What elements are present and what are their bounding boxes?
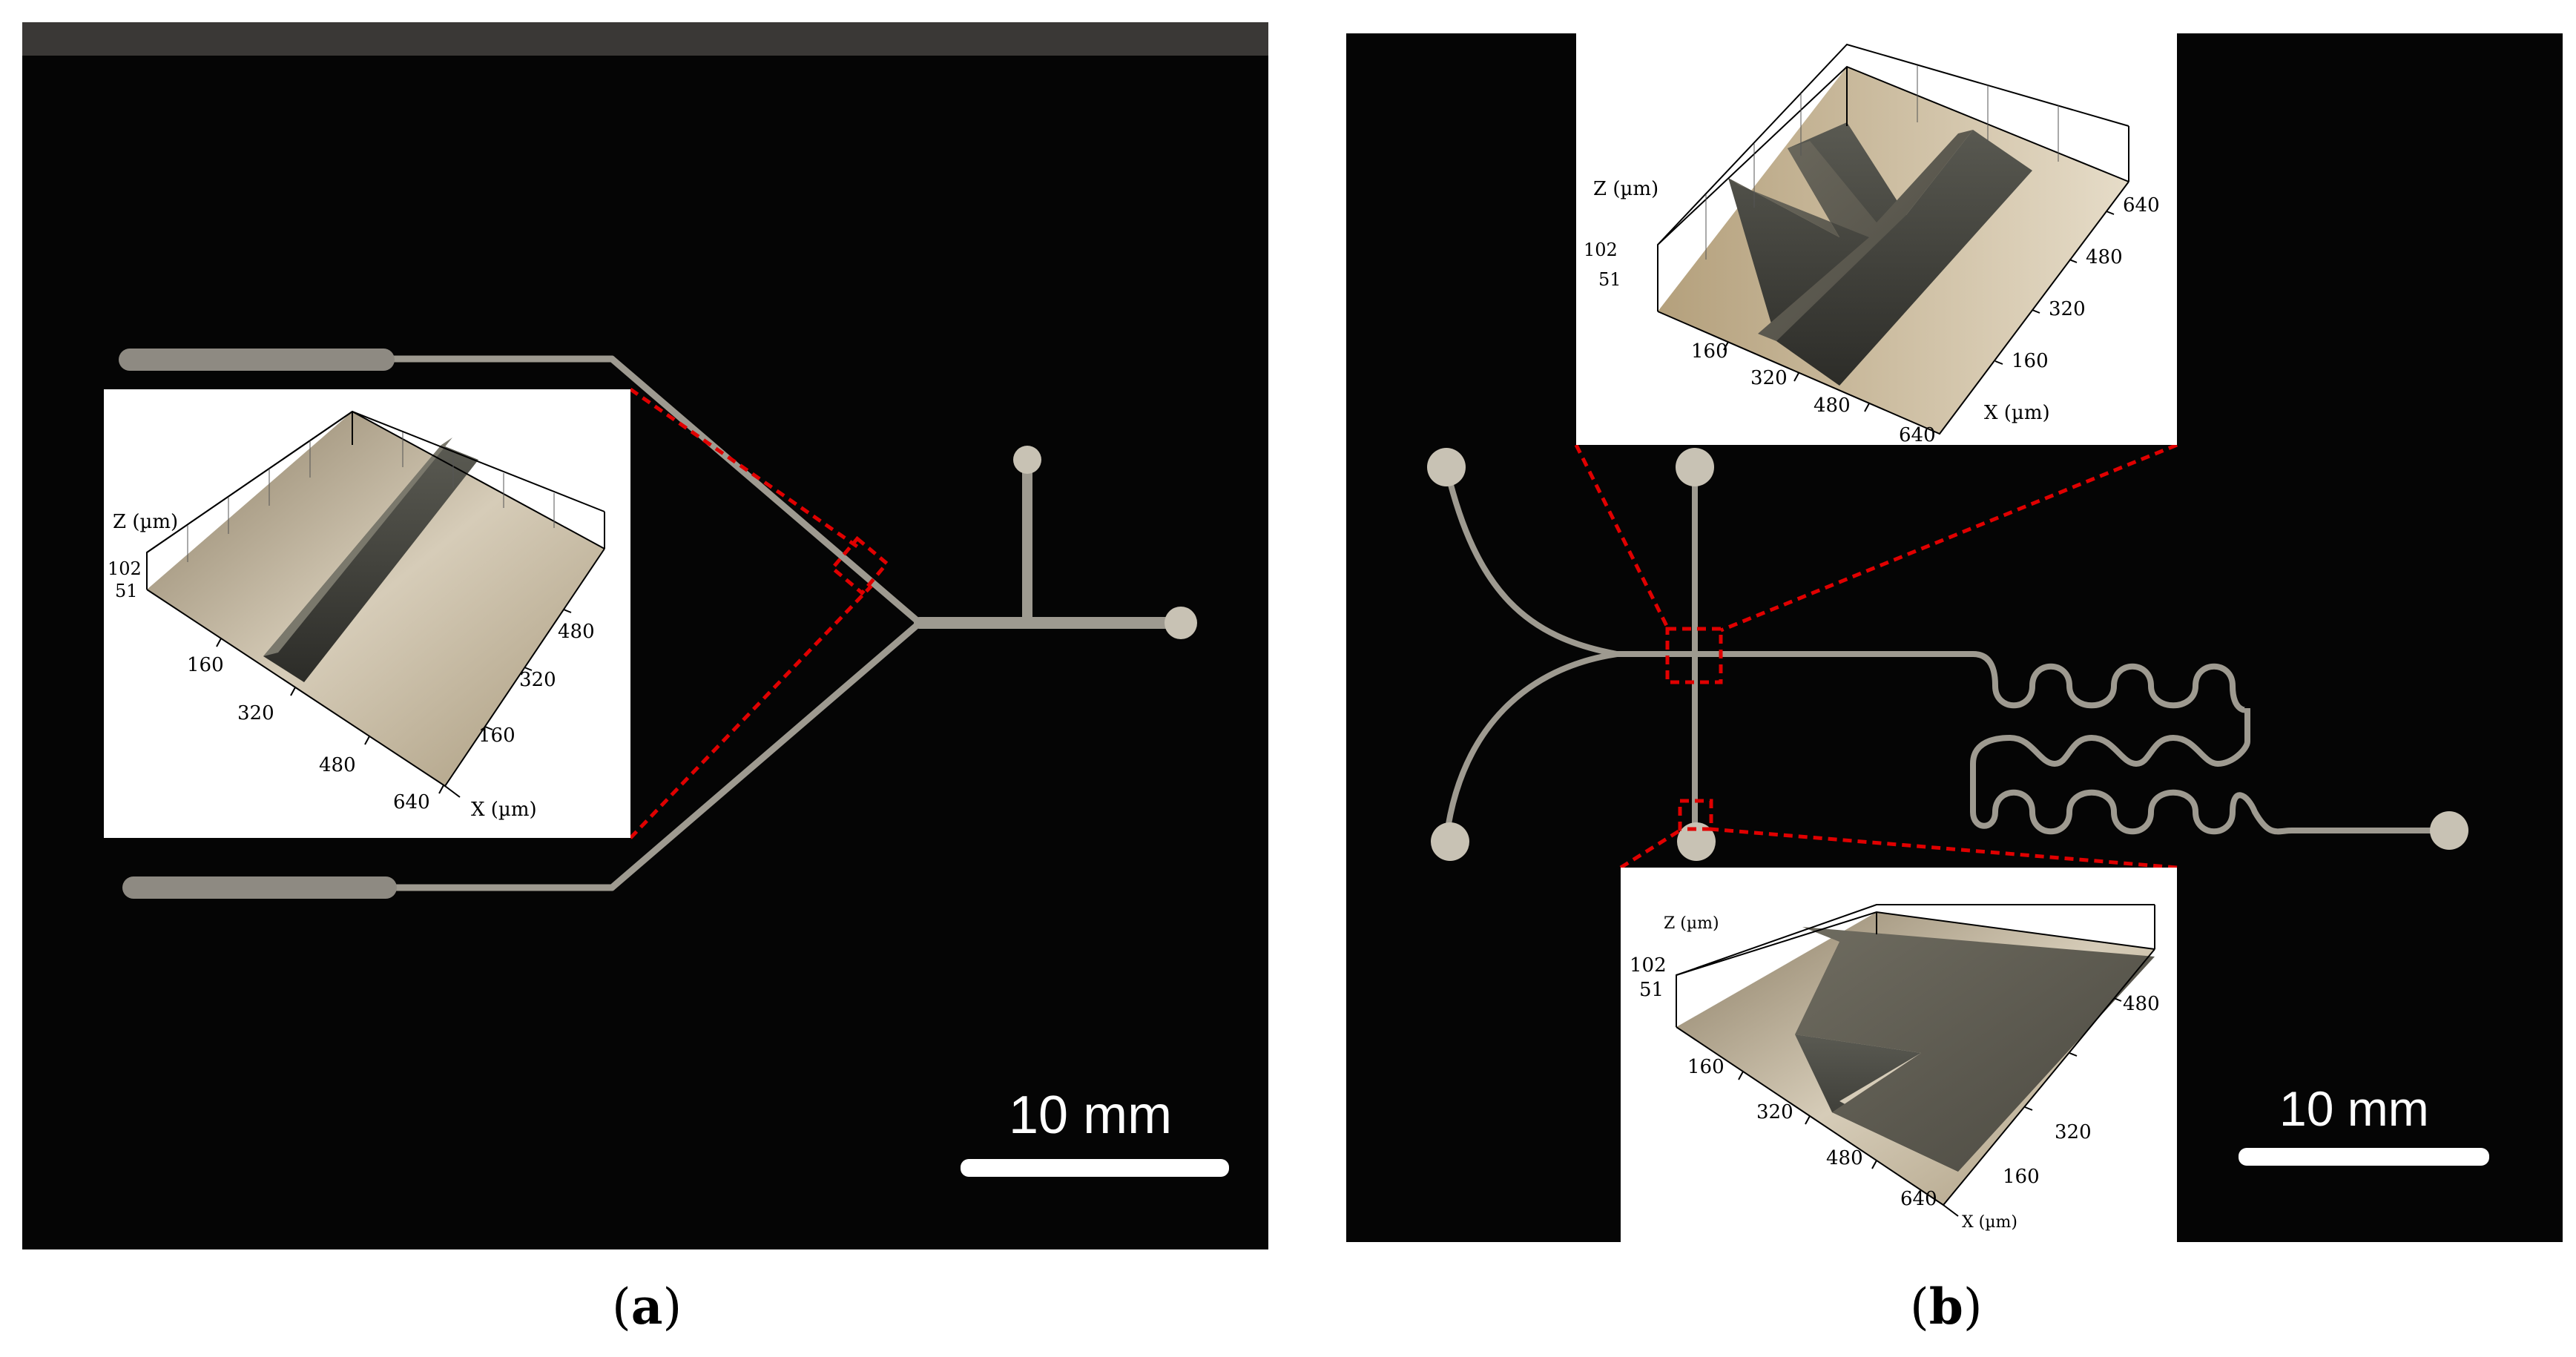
panel-b-inset2-x-axis-label: X (µm) (1962, 1213, 2017, 1232)
panel-b-inset1-z-axis-label: Z (µm) (1593, 178, 1658, 200)
panel-b-inset2-plateau-top (1795, 927, 2155, 1172)
panel-b-leader-line-2 (1720, 443, 2178, 633)
panel-a-outlet-port (1165, 607, 1197, 639)
panel-a-caption: (a) (612, 1278, 682, 1335)
panel-b-inset1-left-tick-160: 160 (1691, 340, 1728, 363)
panel-a-inset-left-tick-320: 320 (237, 702, 274, 724)
panel-b-port-top (1676, 448, 1714, 486)
panel-b-inset1-cross-top (1728, 130, 1973, 341)
panel-a-inset-right-axis-ticks (484, 609, 572, 730)
panel-b-leader-line-3 (1619, 827, 1684, 870)
panel-a-inset-right-tick-160: 160 (478, 724, 515, 747)
panel-a: Z (µm) 102 51 160 320 480 640 480 320 16… (22, 22, 1268, 1249)
panel-a-zoom-region (829, 535, 890, 596)
panel-b-caption: (b) (1910, 1278, 1983, 1335)
panel-b-zoom-region-cross (1665, 627, 1723, 684)
panel-a-scale-bar-label: 10 mm (1009, 1086, 1172, 1145)
panel-b-inset1-left-tick-480: 480 (1814, 394, 1851, 417)
panel-b-inset2-right-tick-320: 320 (2055, 1121, 2092, 1143)
panel-a-port-top (1013, 446, 1041, 474)
panel-b-port-bottom (1677, 822, 1716, 861)
panel-a-inset-right-tick-480: 480 (558, 621, 595, 643)
panel-a-leader-line-bottom (629, 584, 873, 839)
panel-b-inset1-left-tick-640: 640 (1899, 424, 1936, 446)
panel-b-inlet-port-top-left (1427, 448, 1466, 486)
panel-b-zoom-region-junction (1678, 799, 1713, 831)
panel-a-inset-z-axis-label: Z (µm) (113, 511, 178, 533)
panel-a-inset-x-arrow (444, 785, 461, 798)
panel-b-inset1-right-axis-ticks (1994, 211, 2115, 365)
panel-b-inset2-right-axis-ticks (2024, 997, 2122, 1111)
panel-a-inset-grid (187, 432, 555, 562)
panel-b-channel-network (1443, 464, 2451, 841)
panel-a-inset-left-tick-640: 640 (393, 791, 430, 813)
panel-b-inlet-port-bottom-left (1431, 822, 1469, 861)
panel-b-scale-bar-label: 10 mm (2279, 1081, 2429, 1136)
panel-b-inset1-z-tick-51: 51 (1598, 269, 1621, 290)
panel-b-inset1-left-tick-320: 320 (1750, 367, 1788, 389)
panel-b-inset1-right-tick-480: 480 (2086, 246, 2123, 268)
panel-b-inset2-z-tick-51: 51 (1639, 979, 1664, 1001)
panel-b-leader-line-1 (1574, 443, 1671, 632)
panel-a-inset-z-tick-102: 102 (108, 558, 142, 579)
panel-b-inset1-right-tick-320: 320 (2049, 298, 2086, 320)
panel-a-inset-ridge-wall (263, 445, 478, 682)
panel-b-inset2-right-tick-160: 160 (2003, 1166, 2040, 1188)
panel-a-inset-left-axis-ticks (216, 638, 444, 794)
panel-a-leader-line-top (629, 387, 862, 551)
panel-b-inset1-grid (1705, 65, 2059, 260)
panel-a-top-edge (22, 22, 1268, 56)
panel-b-inset2-z-axis-label: Z (µm) (1664, 914, 1719, 933)
panel-b-inset2-left-tick-480: 480 (1826, 1147, 1863, 1169)
panel-a-inset-3d-profile: Z (µm) 102 51 160 320 480 640 480 320 16… (104, 389, 630, 838)
panel-b-inset2-left-tick-160: 160 (1687, 1056, 1725, 1078)
panel-a-inset-z-tick-51: 51 (115, 581, 138, 601)
panel-a-inset-ridge-top (263, 438, 452, 656)
panel-b-inset2-left-tick-320: 320 (1756, 1101, 1793, 1123)
panel-b-inset1-left-axis-ticks (1723, 341, 1870, 412)
panel-b-inset1-z-tick-102: 102 (1584, 240, 1618, 260)
panel-a-inset-x-axis-label: X (µm) (471, 799, 537, 821)
panel-a-channel-network (389, 355, 1185, 891)
panel-b-inset-cross-profile: Z (µm) 102 51 160 320 480 640 640 480 32… (1576, 33, 2177, 446)
panel-a-scale-bar (961, 1159, 1229, 1177)
panel-b-inset2-right-tick-480: 480 (2123, 993, 2160, 1015)
panel-b-inset2-z-tick-102: 102 (1630, 954, 1667, 977)
panel-b-inset1-right-tick-160: 160 (2012, 350, 2049, 372)
panel-a-inset-left-tick-480: 480 (319, 754, 356, 776)
panel-b-inset2-x-arrow (1943, 1204, 1959, 1217)
panel-b-inset1-right-tick-640: 640 (2123, 194, 2160, 217)
panel-b-leader-line-4 (1709, 827, 2178, 870)
panel-b-inset2-left-tick-640: 640 (1900, 1188, 1937, 1210)
panel-b: Z (µm) 102 51 160 320 480 640 640 480 32… (1346, 33, 2563, 1242)
panel-b-inset1-x-axis-label: X (µm) (1984, 402, 2050, 424)
panel-b-inset1-cross-wall (1728, 122, 2032, 386)
panel-b-inset2-plateau-wall (1795, 1034, 1958, 1172)
panel-a-inset-right-tick-320: 320 (519, 669, 556, 691)
panel-a-inlet-reservoir-top (119, 349, 395, 371)
panel-a-inset-left-tick-160: 160 (187, 654, 224, 676)
panel-b-outlet-port (2430, 811, 2468, 850)
panel-a-inlet-reservoir-bottom (122, 876, 397, 899)
panel-b-inset2-left-axis-ticks (1738, 1071, 1877, 1169)
panel-a-inset-floor (147, 412, 605, 786)
panel-b-inset-junction-profile: Z (µm) 102 51 160 320 480 640 480 320 16… (1621, 868, 2177, 1242)
panel-b-scale-bar (2239, 1148, 2489, 1166)
